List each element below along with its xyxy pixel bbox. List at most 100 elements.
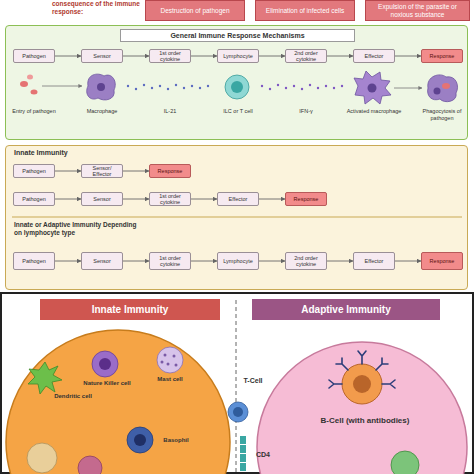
cell-nucleus xyxy=(99,358,111,370)
box-label: Response xyxy=(294,196,319,202)
cell-nucleus xyxy=(231,81,243,93)
panel-title: General Immune Response Mechanisms xyxy=(120,29,355,42)
cytokine-dot xyxy=(285,87,287,89)
box-label: 2nd order cytokine xyxy=(287,255,325,267)
step-box: Pathogen xyxy=(13,192,55,206)
cell-nucleus xyxy=(97,83,105,91)
outcome-box: Expulsion of the parasite or noxious sub… xyxy=(365,0,470,21)
cytokine-dot xyxy=(143,84,145,86)
pathogen-symbol xyxy=(27,75,33,80)
box-label: Sensor xyxy=(93,258,110,264)
cytokine-dot xyxy=(159,85,161,87)
basophil-symbol xyxy=(127,427,153,453)
lymphocyte-symbol xyxy=(225,75,249,99)
step-box: Lymphocyte xyxy=(217,252,259,270)
step-box: Sensor xyxy=(81,192,123,206)
phagocyte-symbol xyxy=(428,75,458,102)
box-label: Sensor/ Effector xyxy=(83,165,121,177)
step-box: Pathogen xyxy=(13,164,55,178)
flow-arrow xyxy=(55,171,81,172)
granule xyxy=(161,361,164,364)
box-label: Response xyxy=(430,53,455,59)
cell-label: T-Cell xyxy=(236,378,270,385)
step-box: Effector xyxy=(353,49,395,63)
response-box: Response xyxy=(149,164,191,178)
step-box: Sensor xyxy=(81,49,123,63)
box-label: Pathogen xyxy=(22,196,46,202)
panel-subtitle: Innate or Adaptive Immunity Depending on… xyxy=(14,221,139,237)
box-label: Effector xyxy=(365,53,384,59)
flow-arrow xyxy=(123,261,149,262)
pathogen-symbol xyxy=(20,81,28,87)
t-cell-symbol xyxy=(228,402,248,422)
cytokine-dot xyxy=(207,85,209,87)
cd4-receptor-symbol xyxy=(240,463,246,471)
box-label: Elimination of infected cells xyxy=(266,7,344,15)
box-label: Pathogen xyxy=(22,258,46,264)
cell-nucleus xyxy=(134,434,146,446)
flow-arrow xyxy=(123,199,149,200)
cytokine-dots xyxy=(261,84,343,90)
flow-arrow xyxy=(259,199,285,200)
dendritic-cell-symbol xyxy=(28,362,62,394)
cytokine-dot xyxy=(183,87,185,89)
box-label: Innate Immunity xyxy=(92,304,169,315)
cytokine-dot xyxy=(301,88,303,90)
box-label: Expulsion of the parasite or noxious sub… xyxy=(369,3,466,18)
activated-macrophage-symbol xyxy=(354,71,391,104)
box-label: Response xyxy=(430,258,455,264)
step-box: Pathogen xyxy=(13,252,55,270)
antibody-symbol xyxy=(376,358,388,370)
cytokine-dot xyxy=(317,87,319,89)
flow-arrow xyxy=(123,171,149,172)
flow-arrow xyxy=(327,261,353,262)
box-label: Lymphocyte xyxy=(223,53,252,59)
flow-arrow xyxy=(394,88,422,89)
flow-arrow xyxy=(191,261,217,262)
cell-nucleus xyxy=(233,407,243,417)
box-label: Pathogen xyxy=(22,53,46,59)
adaptive-cell-circle xyxy=(257,342,467,474)
macrophage-symbol xyxy=(87,74,116,100)
flow-arrow xyxy=(191,56,217,57)
cytokine-dot xyxy=(199,87,201,89)
flow-arrow xyxy=(259,56,285,57)
innate-cell-symbol xyxy=(78,456,102,474)
engulfed-pathogen xyxy=(442,83,450,89)
flow-arrow xyxy=(259,261,285,262)
cd4-receptor-symbol xyxy=(240,436,246,444)
flow-arrow xyxy=(395,261,421,262)
section-note: consequence of the immune response: xyxy=(52,0,140,15)
step-box: Effector xyxy=(217,192,259,206)
step-box: 2nd order cytokine xyxy=(285,252,327,270)
flow-arrow xyxy=(55,56,81,57)
granules xyxy=(161,354,178,367)
response-box: Response xyxy=(285,192,327,206)
mast-cell-symbol xyxy=(157,347,183,373)
box-label: Lymphocyte xyxy=(223,258,252,264)
antibody-symbol xyxy=(358,351,366,364)
box-label: Sensor xyxy=(93,196,110,202)
adaptive-cell-symbol xyxy=(391,451,419,474)
box-label: 2nd order cytokine xyxy=(287,50,325,62)
innate-cell-circle xyxy=(6,330,230,474)
step-box: Sensor/ Effector xyxy=(81,164,123,178)
box-label: 1st order cytokine xyxy=(151,255,189,267)
step-box: Sensor xyxy=(81,252,123,270)
cytokine-dot xyxy=(269,88,271,90)
header-band: Adaptive Immunity xyxy=(252,299,440,320)
antibody-symbol xyxy=(382,380,395,388)
granule xyxy=(164,354,167,357)
flow-arrow xyxy=(191,199,217,200)
step-box: 2nd order cytokine xyxy=(285,49,327,63)
step-box: 1st order cytokine xyxy=(149,49,191,63)
cytokine-dot xyxy=(167,88,169,90)
cytokine-dot xyxy=(293,85,295,87)
box-label: 1st order cytokine xyxy=(151,193,189,205)
pathogen-symbol xyxy=(31,90,38,95)
step-box: Effector xyxy=(353,252,395,270)
flow-arrow xyxy=(327,56,353,57)
step-box: 1st order cytokine xyxy=(149,192,191,206)
